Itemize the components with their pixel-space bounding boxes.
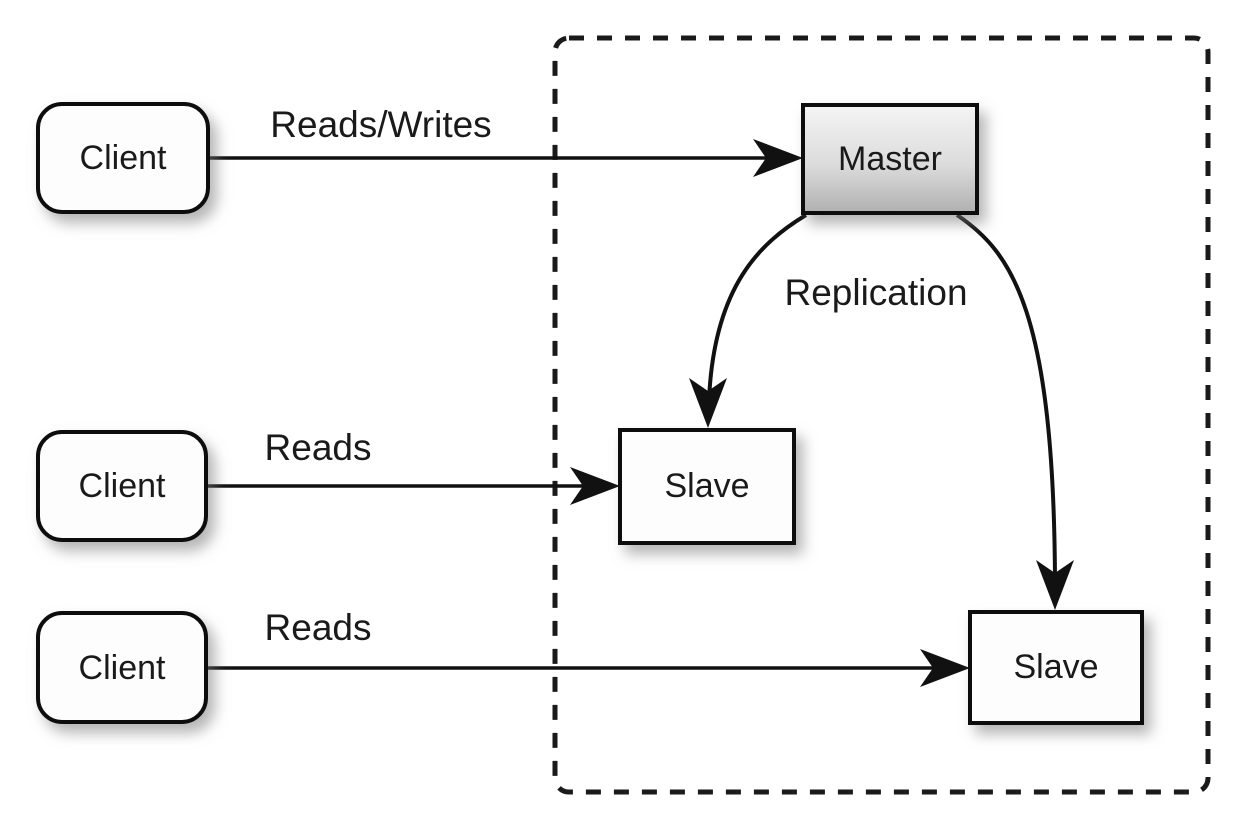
edge-master-slave2	[955, 213, 1074, 610]
edge-label-reads-middle: Reads	[265, 427, 372, 468]
edge-master-slave1	[689, 213, 808, 428]
node-client-2[interactable]: Client	[36, 430, 208, 542]
master-box[interactable]	[801, 103, 979, 215]
edge-client3-slave2	[206, 649, 970, 687]
edge-client1-master	[208, 139, 803, 177]
replication-cluster-boundary	[552, 35, 1211, 795]
edge-label-reads-bottom: Reads	[265, 607, 372, 648]
slave-1-box[interactable]	[618, 428, 796, 545]
slave-2-box[interactable]	[968, 610, 1144, 725]
client-3-box[interactable]	[36, 611, 208, 724]
node-client-3[interactable]: Client	[36, 611, 208, 724]
client-1-box[interactable]	[36, 102, 210, 214]
master-label: Master	[838, 140, 942, 178]
client-2-box[interactable]	[36, 430, 208, 542]
edge-master-slave1-curve	[707, 213, 808, 401]
edge-client3-slave2-arrowhead	[920, 649, 970, 687]
node-master[interactable]: Master	[801, 103, 979, 215]
edge-client2-slave1-arrowhead	[570, 467, 620, 505]
edge-label-reads-writes: Reads/Writes	[270, 104, 491, 145]
edge-label-replication: Replication	[784, 272, 967, 313]
node-slave-1[interactable]: Slave	[618, 428, 796, 545]
node-slave-2[interactable]: Slave	[968, 610, 1144, 725]
client-2-label: Client	[79, 467, 166, 505]
slave-2-label: Slave	[1013, 648, 1098, 686]
edge-master-slave2-arrowhead	[1036, 560, 1074, 610]
slave-1-label: Slave	[664, 467, 749, 505]
edge-master-slave1-arrowhead	[689, 378, 727, 428]
node-client-1[interactable]: Client	[36, 102, 210, 214]
client-3-label: Client	[79, 649, 166, 687]
edge-client1-master-arrowhead	[753, 139, 803, 177]
edge-client2-slave1	[206, 467, 620, 505]
edge-master-slave2-curve	[955, 213, 1057, 583]
client-1-label: Client	[80, 139, 167, 177]
